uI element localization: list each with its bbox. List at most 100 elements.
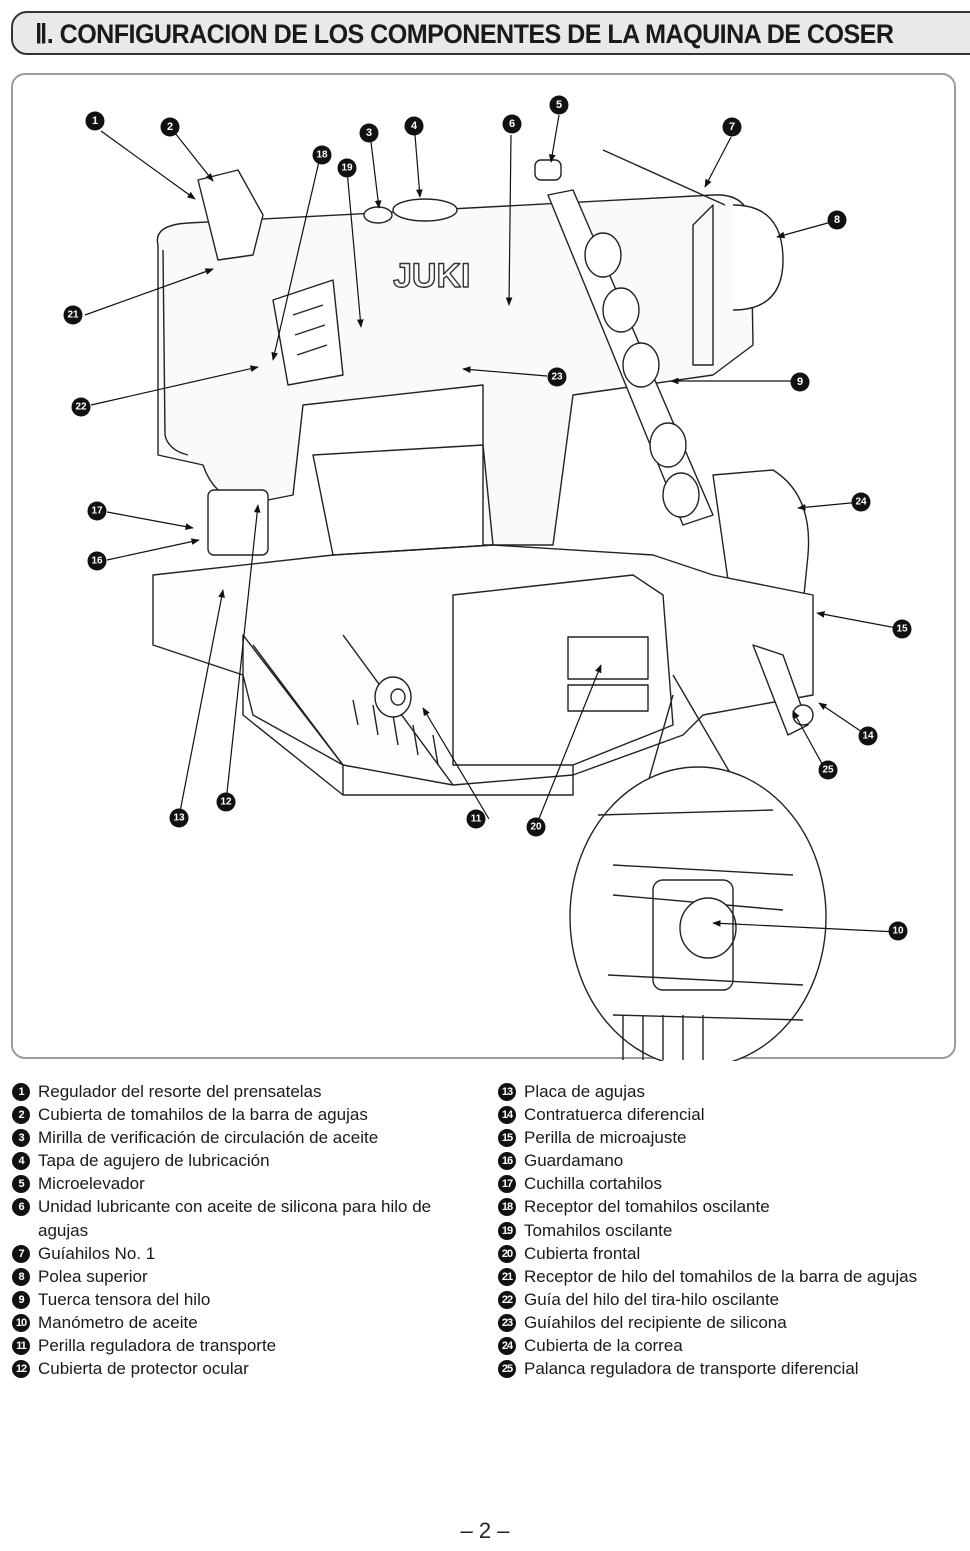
legend-item: 19 Tomahilos oscilante [498,1219,958,1242]
callout-6: 6 [502,114,522,134]
number-badge: 13 [498,1083,516,1101]
callout-23: 23 [547,367,567,387]
svg-text:10: 10 [892,926,904,937]
number-badge: 12 [12,1360,30,1379]
callout-15: 15 [892,619,912,639]
svg-text:25: 25 [822,765,834,776]
legend-label: Polea superior [38,1266,148,1286]
legend-label: Cubierta de tomahilos de la barra de agu… [38,1105,368,1125]
legend-label: Cubierta de la correa [524,1336,683,1356]
callout-14: 14 [858,726,878,746]
legend-item: 6 Unidad lubricante con aceite de silicon… [12,1195,472,1241]
svg-text:7: 7 [729,121,735,133]
svg-text:2: 2 [167,121,173,133]
brand-logo: JUKI [393,257,470,295]
legend-item: 15 Perilla de microajuste [498,1126,958,1149]
number-badge: 9 [12,1290,30,1309]
legend-label: Tomahilos oscilante [524,1220,673,1240]
number-badge: 11 [12,1337,30,1356]
legend-item: 25 Palanca reguladora de transporte difer… [498,1357,958,1380]
svg-text:23: 23 [551,372,563,383]
legend-item: 23 Guíahilos del recipiente de silicona [498,1311,958,1334]
svg-text:13: 13 [173,813,185,824]
number-badge: 8 [12,1267,30,1286]
legend-item: 11 Perilla reguladora de transporte [12,1334,472,1357]
legend-item: 21 Receptor de hilo del tomahilos de la b… [498,1265,958,1288]
callout-7: 7 [722,117,742,137]
section-title-bar: Ⅱ. CONFIGURACION DE LOS COMPONENTES DE L… [11,11,970,55]
svg-text:14: 14 [862,731,874,742]
section-title: Ⅱ. CONFIGURACION DE LOS COMPONENTES DE L… [35,19,894,49]
svg-text:20: 20 [530,822,542,833]
callout-2: 2 [160,117,180,137]
legend-label: Guíahilos del recipiente de silicona [524,1312,787,1332]
legend-label: Tapa de agujero de lubricación [38,1151,270,1171]
callout-25: 25 [818,760,838,780]
callout-badges: 1 2 3 4 5 6 7 8 9 10 11 12 13 14 15 16 1… [63,95,912,941]
svg-text:15: 15 [896,624,908,635]
callout-20: 20 [526,817,546,837]
legend-label: Mirilla de verificación de circulación d… [38,1128,379,1148]
number-badge: 5 [12,1175,30,1194]
svg-text:5: 5 [556,99,562,111]
callout-11: 11 [466,809,486,829]
number-badge: 4 [12,1152,30,1171]
svg-text:1: 1 [92,115,98,127]
legend-label: Regulador del resorte del prensatelas [38,1082,322,1101]
callout-9: 9 [790,372,810,392]
machine-diagram-frame: JUKI [11,73,956,1061]
page-number: – 2 – [460,1518,510,1543]
sewing-machine-diagram: JUKI [63,95,912,1061]
legend-label: Palanca reguladora de transporte diferen… [524,1359,859,1379]
legend-item: 8 Polea superior [12,1265,472,1288]
callout-8: 8 [827,210,847,230]
svg-text:17: 17 [91,506,103,517]
svg-text:11: 11 [471,814,482,825]
callout-16: 16 [87,551,107,571]
number-badge: 15 [498,1129,516,1148]
callout-10: 10 [888,921,908,941]
svg-text:24: 24 [855,497,867,508]
number-badge: 21 [498,1267,516,1286]
number-badge: 6 [12,1198,30,1217]
number-badge: 10 [12,1313,30,1332]
number-badge: 14 [498,1106,516,1125]
legend-label: Receptor de hilo del tomahilos de la bar… [524,1266,918,1286]
legend-label: Guardamano [524,1151,624,1171]
legend-label: Perilla reguladora de transporte [38,1336,277,1356]
legend-label: Placa de agujas [524,1082,645,1101]
number-badge: 25 [498,1360,516,1379]
legend-label: Unidad lubricante con aceite de silicona… [38,1197,432,1240]
legend-item: 7 Guíahilos No. 1 [12,1242,472,1265]
number-badge: 23 [498,1313,516,1332]
legend-label: Cubierta frontal [524,1243,641,1263]
callout-1: 1 [85,111,105,131]
svg-text:18: 18 [316,150,328,161]
legend-item: 13 Placa de agujas [498,1080,958,1103]
number-badge: 1 [12,1083,30,1101]
number-badge: 19 [498,1221,516,1240]
callout-21: 21 [63,305,83,325]
number-badge: 7 [12,1244,30,1263]
legend-label: Guíahilos No. 1 [38,1243,156,1263]
callout-17: 17 [87,501,107,521]
legend-label: Perilla de microajuste [524,1128,687,1148]
svg-text:4: 4 [411,120,418,132]
svg-text:22: 22 [75,402,87,413]
callout-18: 18 [312,145,332,165]
svg-text:8: 8 [834,214,840,226]
legend-item: 4 Tapa de agujero de lubricación [12,1149,472,1172]
callout-4: 4 [404,116,424,136]
svg-text:3: 3 [366,127,372,139]
callout-24: 24 [851,492,871,512]
